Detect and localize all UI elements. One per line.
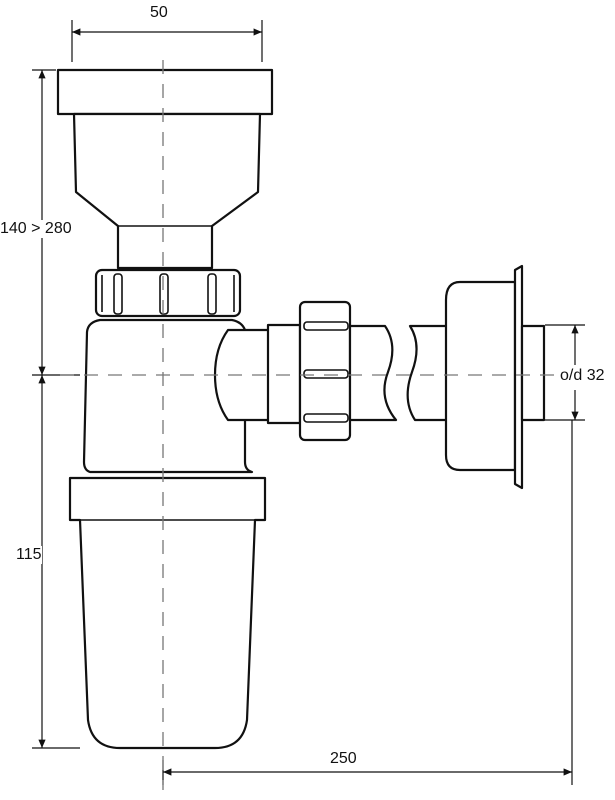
dimension-height-range: 140 > 280 xyxy=(0,220,72,238)
dimension-projection: 250 xyxy=(330,750,357,767)
dimension-lower-height: 115 xyxy=(16,546,42,564)
dimension-lines xyxy=(32,20,585,785)
dimension-top-width: 50 xyxy=(150,4,168,21)
dimension-outlet-diameter: o/d 32 xyxy=(560,367,605,385)
outlet-assembly xyxy=(298,264,546,490)
trap-body xyxy=(56,68,302,750)
